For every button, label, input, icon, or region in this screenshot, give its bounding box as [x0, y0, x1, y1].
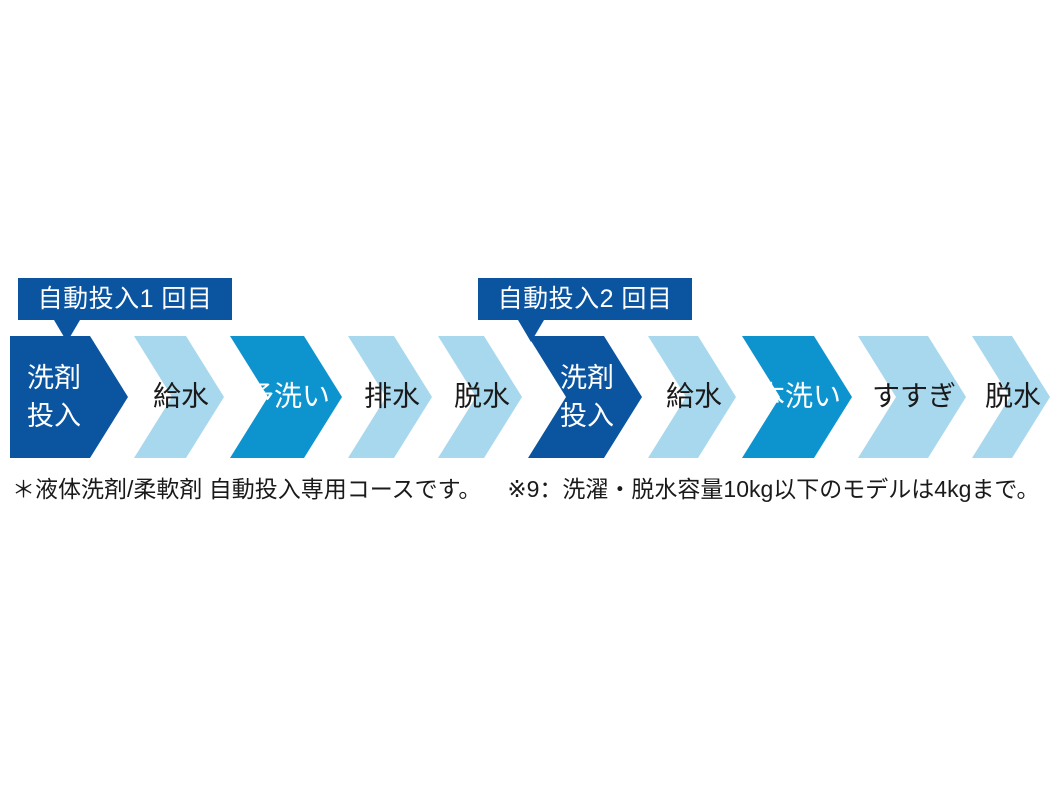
chevron-label: 排水 [364, 380, 420, 411]
chevron-shape [972, 336, 1050, 458]
callout-badge-1: 自動投入1 回目 [18, 278, 232, 320]
chevron-shape [348, 336, 432, 458]
chevron-shape [10, 336, 128, 458]
process-step-脱水: 脱水 [438, 336, 522, 458]
callout-badge-2: 自動投入2 回目 [478, 278, 692, 320]
chevron-shape [742, 336, 852, 458]
process-step-予洗い: 予洗い [230, 336, 342, 458]
chevron-label: 予洗い [246, 380, 330, 411]
chevron-label: 本洗い [757, 380, 841, 411]
footnote-left: ＊液体洗剤/柔軟剤 自動投入専用コースです。 [12, 476, 482, 502]
process-step-脱水: 脱水 [972, 336, 1050, 458]
chevron-label: 脱水 [985, 380, 1041, 411]
chevron-label: 給水 [666, 380, 722, 411]
callout-badge-2-label: 自動投入2 回目 [497, 284, 673, 313]
chevron-label: 洗剤投入 [27, 363, 81, 431]
process-step-すすぎ: すすぎ [858, 336, 966, 458]
chevron-label-line: 洗剤 [27, 363, 81, 393]
process-step-排水: 排水 [348, 336, 432, 458]
chevron-label-line: 投入 [560, 401, 614, 431]
process-step-洗剤-投入: 洗剤投入 [10, 336, 128, 458]
process-chevron-band: 洗剤投入給水予洗い排水脱水洗剤投入給水本洗いすすぎ脱水 [10, 336, 1050, 458]
chevron-label-line: 洗剤 [560, 363, 614, 393]
chevron-shape [134, 336, 224, 458]
process-step-給水: 給水 [648, 336, 736, 458]
chevron-label: すすぎ [872, 380, 956, 411]
chevron-shape [528, 336, 642, 458]
process-step-洗剤-投入: 洗剤投入 [528, 336, 642, 458]
chevron-label-line: 投入 [27, 401, 81, 431]
callout-badge-1-label: 自動投入1 回目 [37, 284, 213, 313]
chevron-label: 洗剤投入 [560, 363, 614, 431]
footnote-right: ※9：洗濯・脱水容量10kg以下のモデルは4kgまで。 [507, 476, 1040, 502]
chevron-shape [648, 336, 736, 458]
chevron-shape [858, 336, 966, 458]
chevron-shape [438, 336, 522, 458]
process-step-給水: 給水 [134, 336, 224, 458]
chevron-shape [230, 336, 342, 458]
chevron-label: 脱水 [454, 380, 510, 411]
process-step-本洗い: 本洗い [742, 336, 852, 458]
chevron-label: 給水 [153, 380, 209, 411]
footnote-row: ＊液体洗剤/柔軟剤 自動投入専用コースです。 ※9：洗濯・脱水容量10kg以下のモ… [12, 475, 1056, 504]
